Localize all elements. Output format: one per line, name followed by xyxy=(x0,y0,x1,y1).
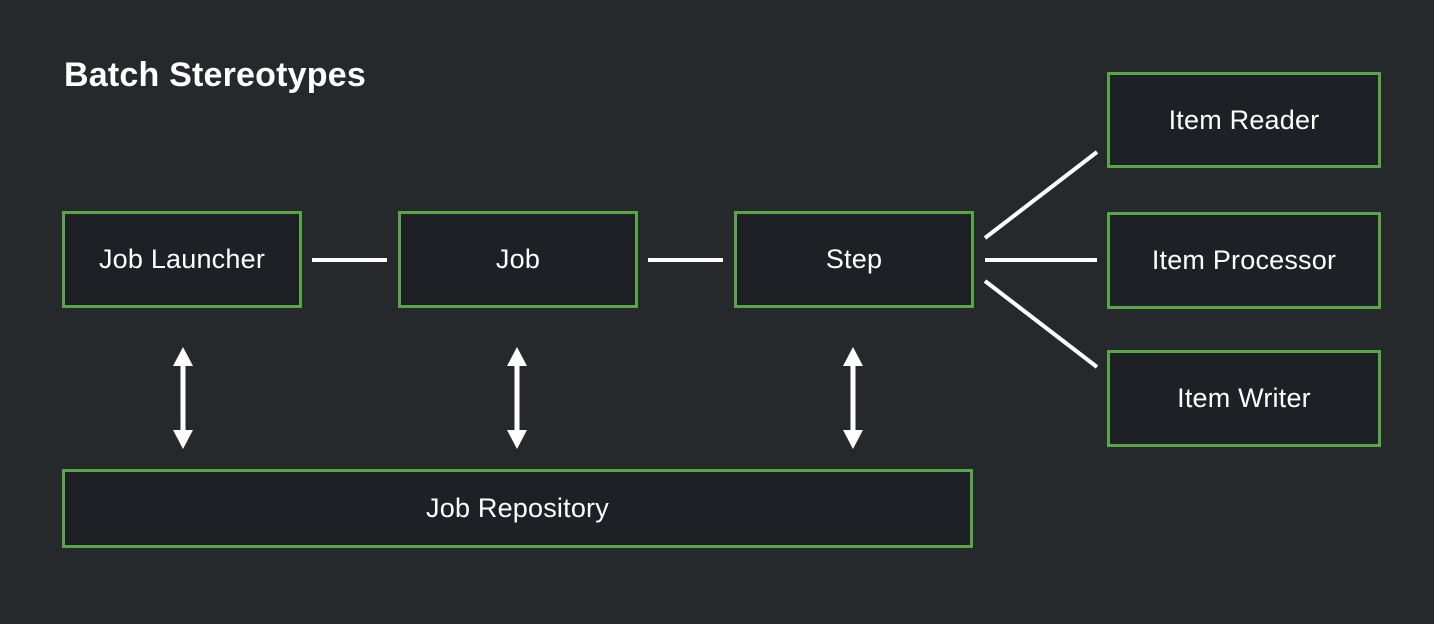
node-job-repository: Job Repository xyxy=(62,469,973,548)
node-job: Job xyxy=(398,211,638,308)
node-item-writer: Item Writer xyxy=(1107,350,1381,447)
node-job-launcher: Job Launcher xyxy=(62,211,302,308)
connector-step-item-reader xyxy=(983,150,1099,240)
node-item-processor-label: Item Processor xyxy=(1151,245,1337,275)
node-job-launcher-label: Job Launcher xyxy=(98,244,266,274)
node-item-processor: Item Processor xyxy=(1107,212,1381,309)
node-item-reader-label: Item Reader xyxy=(1168,104,1320,135)
node-step-label: Step xyxy=(825,244,883,274)
node-item-reader: Item Reader xyxy=(1107,72,1381,168)
diagram-title: Batch Stereotypes xyxy=(64,56,366,94)
node-job-label: Job xyxy=(495,244,541,274)
arrow-job-launcher-repository xyxy=(173,347,193,449)
node-job-repository-label: Job Repository xyxy=(426,493,609,523)
arrow-job-repository xyxy=(507,347,527,449)
arrow-step-repository xyxy=(843,347,863,449)
node-item-writer-label: Item Writer xyxy=(1177,383,1311,413)
connector-step-item-writer xyxy=(983,279,1099,369)
node-step: Step xyxy=(734,211,974,308)
